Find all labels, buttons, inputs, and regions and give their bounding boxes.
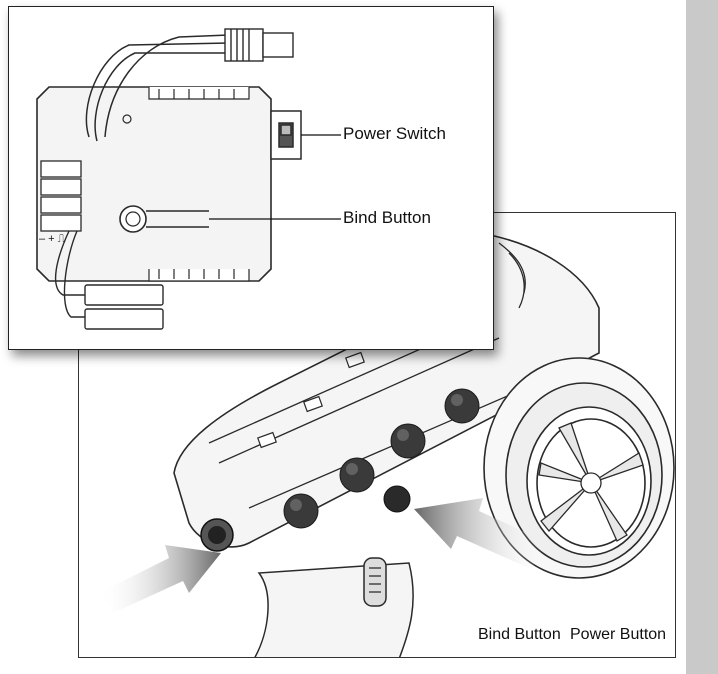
bind-button-graphic — [201, 519, 233, 551]
polarity-label: – + ⎍ — [39, 233, 65, 246]
antenna-connector — [225, 29, 293, 61]
trigger-grip — [254, 558, 413, 658]
power-switch-label: Power Switch — [343, 124, 446, 144]
power-button-graphic — [384, 486, 410, 512]
bind-button-label: Bind Button — [343, 208, 431, 228]
receiver-inset-panel: Power Switch Bind Button – + ⎍ — [8, 6, 494, 350]
receiver-illustration — [9, 7, 494, 350]
receiver-power-switch — [271, 111, 301, 159]
transmitter-bind-button-label: Bind Button — [478, 626, 561, 644]
transmitter-power-button-label: Power Button — [570, 626, 666, 644]
page-side-bar — [686, 0, 718, 674]
bind-arrow — [99, 545, 221, 613]
